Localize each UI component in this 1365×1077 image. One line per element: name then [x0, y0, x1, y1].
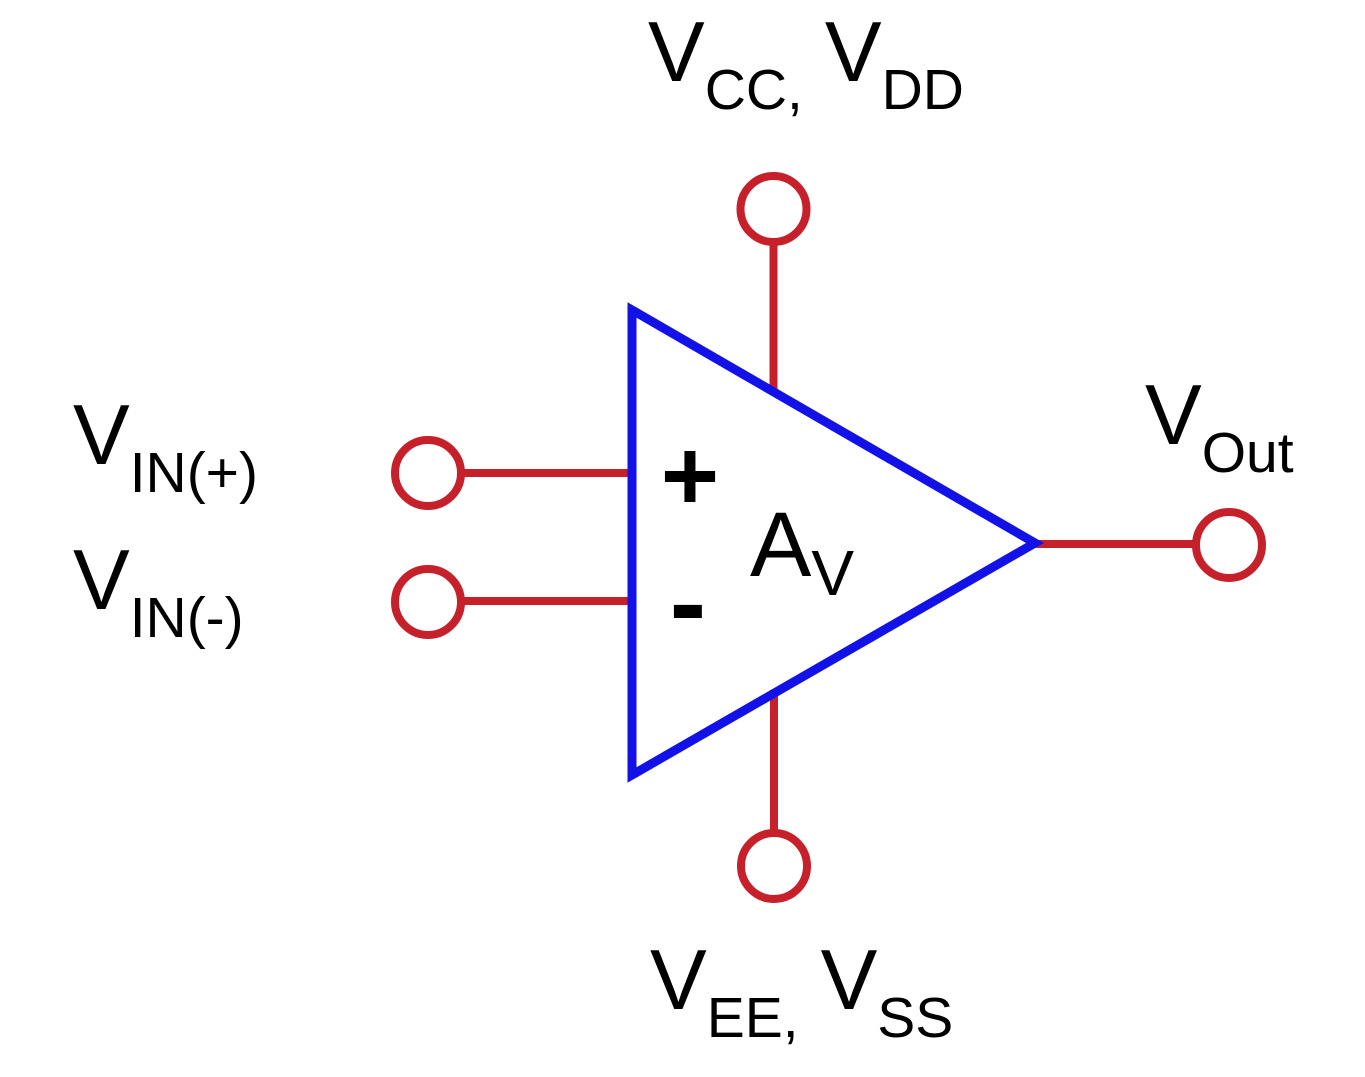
- supply-top-v2: V: [824, 5, 882, 100]
- input-noninverting-sub: IN(+): [129, 441, 258, 505]
- input-inverting-sub: IN(-): [129, 586, 244, 650]
- terminal-supply-negative: [737, 829, 811, 903]
- terminal-output: [1192, 508, 1266, 582]
- gain-sub: V: [811, 537, 855, 609]
- input-inverting-v: V: [73, 533, 130, 628]
- terminal-input-inverting: [391, 565, 465, 639]
- supply-top-v1: V: [648, 5, 705, 100]
- inverting-minus-sign: -: [669, 541, 707, 664]
- supply-top-sub1: CC,: [704, 58, 803, 122]
- terminal-supply-positive: [736, 172, 811, 246]
- supply-bottom-v1: V: [650, 933, 707, 1028]
- output-sub: Out: [1201, 421, 1294, 485]
- supply-top-sub2: DD: [881, 58, 964, 122]
- supply-bottom-sub2: SS: [877, 986, 954, 1050]
- supply-bottom-v2: V: [820, 933, 878, 1028]
- noninverting-plus-sign: +: [660, 420, 720, 532]
- terminal-input-noninverting: [391, 436, 465, 510]
- opamp-triangle-body: [627, 302, 1045, 783]
- input-noninverting-v: V: [73, 388, 130, 483]
- output-v: V: [1145, 368, 1202, 463]
- supply-bottom-sub1: EE,: [706, 986, 799, 1050]
- gain-a: A: [750, 494, 812, 596]
